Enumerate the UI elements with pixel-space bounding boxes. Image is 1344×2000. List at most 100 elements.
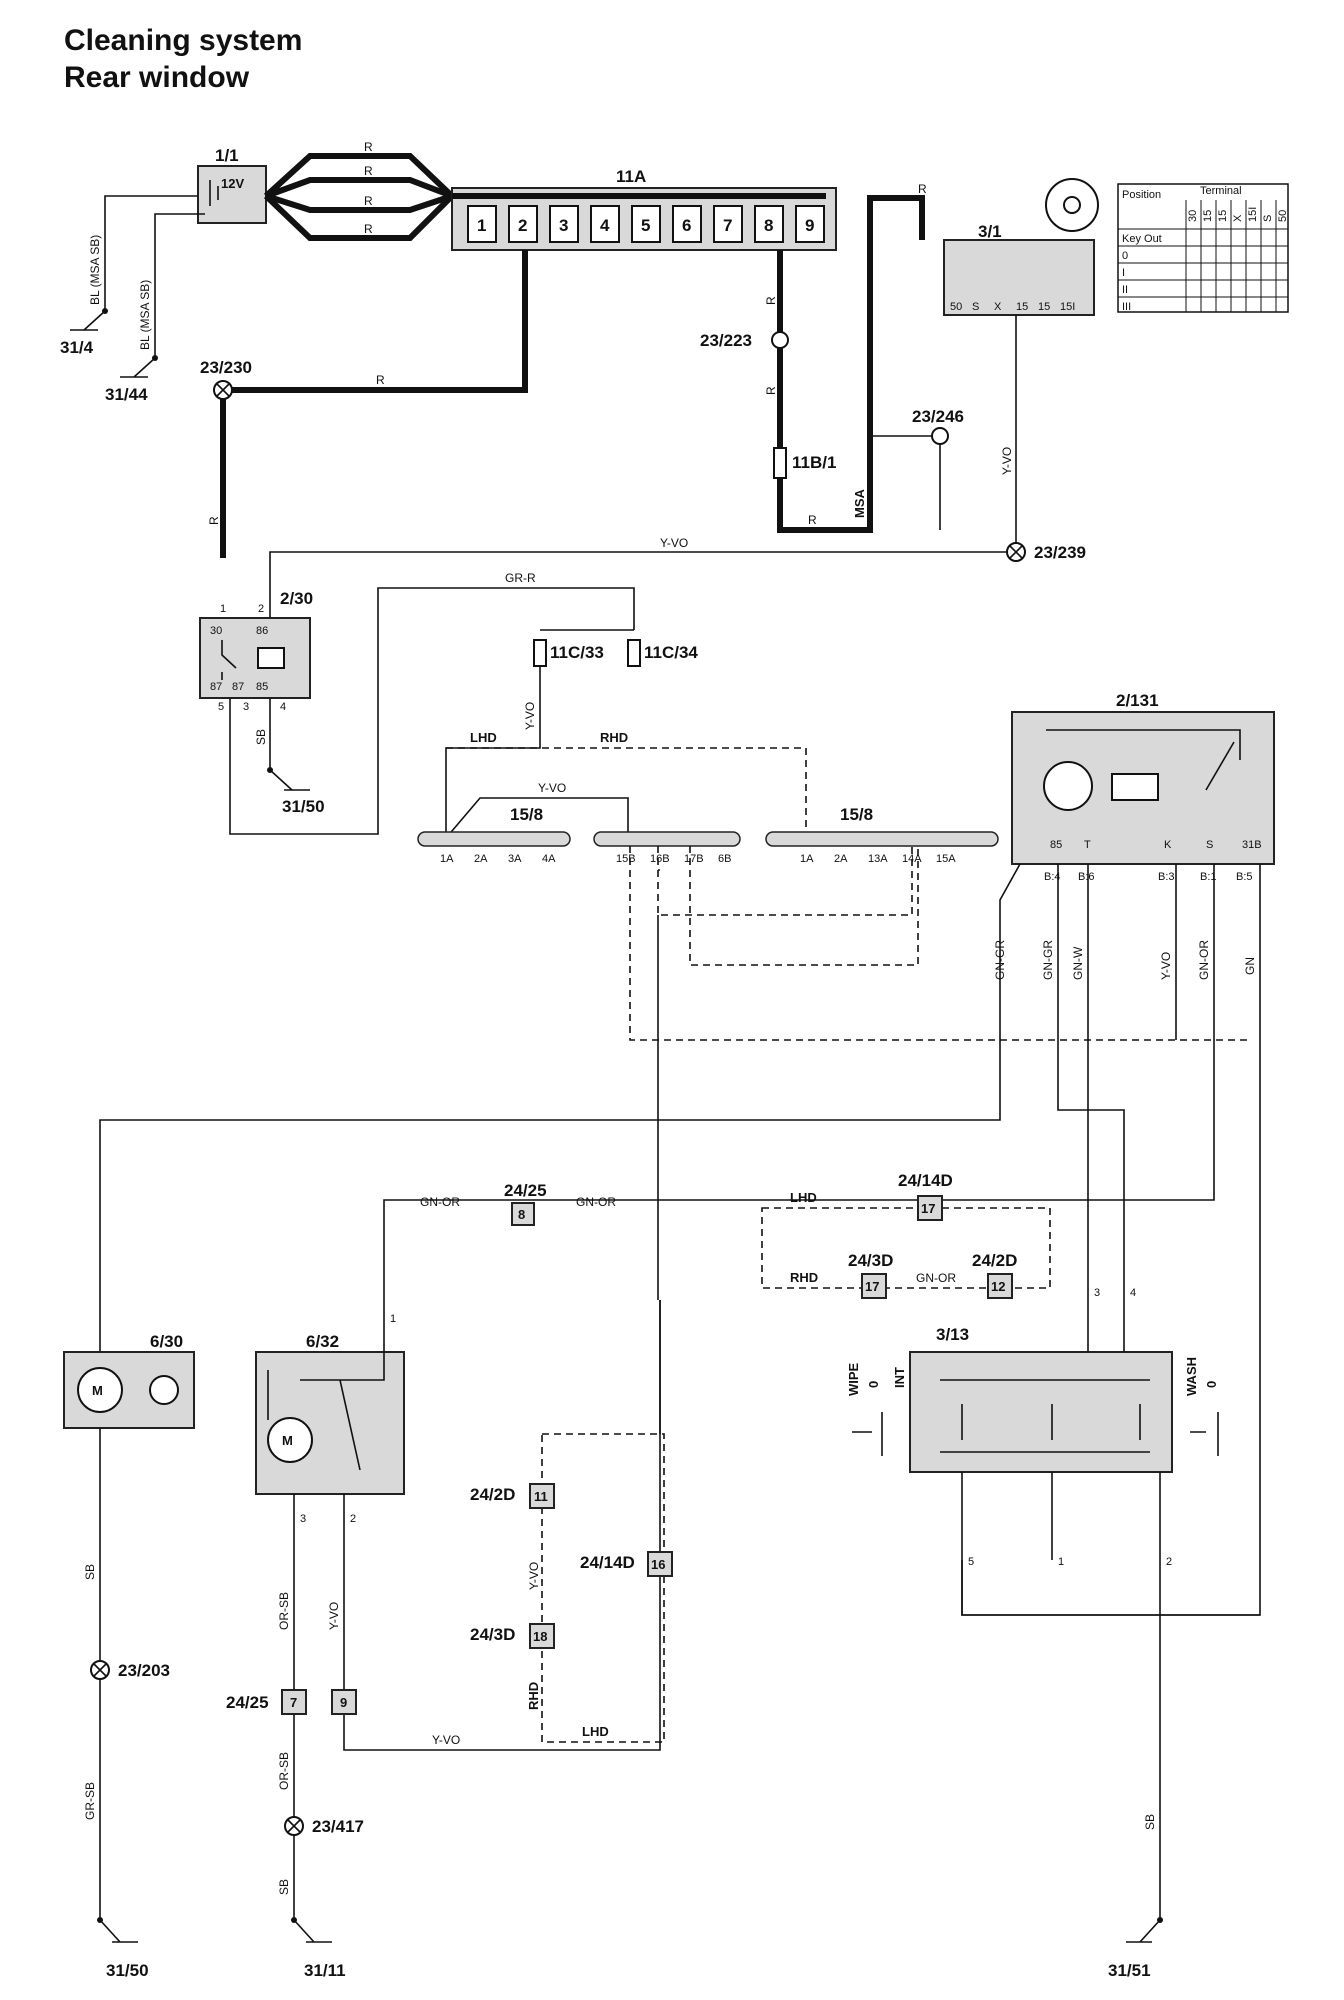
- wiper-pin-2: 2: [350, 1513, 356, 1525]
- battery-label: 1/1: [215, 146, 239, 165]
- ignition-pin-3: 15: [1016, 301, 1028, 313]
- connector-24-2d-label-top: 24/2D: [972, 1251, 1017, 1270]
- ground-31-50-top: 31/50: [282, 797, 325, 816]
- connector-24-3d-pin-17-box: [861, 1273, 887, 1299]
- relay-pin-86: 86: [256, 625, 268, 637]
- ground-31-51: 31/51: [1108, 1961, 1151, 1980]
- pump-icon: [149, 1375, 179, 1405]
- module-b-pin-0: B:4: [1044, 871, 1061, 883]
- connector-24-2d-pin-12-box: [987, 1273, 1013, 1299]
- splice-23-203-mark: [92, 1662, 108, 1678]
- wiper-motor-m: M: [282, 1433, 293, 1448]
- connector-24-2d-pin-12: 12: [991, 1279, 1005, 1294]
- module-relay-icon: [1043, 761, 1093, 811]
- variant-box-mid: [761, 1207, 1051, 1289]
- ground-31-4: 31/4: [60, 338, 94, 357]
- connector-24-25-pin-8-box: [511, 1202, 535, 1226]
- splice-23-230: 23/230: [200, 358, 252, 377]
- conn-15-8-mid-pin-3: 6B: [718, 853, 731, 865]
- wire-label-y-vo-5: Y-VO: [1159, 952, 1173, 980]
- ignition-table-header-terminal: Terminal: [1200, 185, 1242, 197]
- module-pin-0: 85: [1050, 839, 1062, 851]
- washer-motor-m: M: [92, 1383, 103, 1398]
- switch-pin-1: 1: [1058, 1556, 1064, 1568]
- module-b-pin-1: B:6: [1078, 871, 1095, 883]
- ignition-table-terminal-5: S: [1262, 215, 1274, 222]
- fuse-label-6: 6: [682, 216, 691, 235]
- conn-15-8-mid-pin-2: 17B: [684, 853, 704, 865]
- wire-label-gr-r: GR-R: [505, 571, 536, 585]
- ignition-switch-box: [943, 239, 1095, 316]
- switch-pin-4: 4: [1130, 1287, 1136, 1299]
- relay-coil-icon: [257, 647, 285, 669]
- connector-24-25-top-label: 24/25: [504, 1181, 547, 1200]
- wire-label-gn-or-3: GN-OR: [576, 1195, 616, 1209]
- variant-rhd-2: RHD: [790, 1270, 818, 1285]
- wire-label-sb-1: SB: [254, 729, 268, 745]
- washer-motor-icon: [77, 1367, 123, 1413]
- switch-label-wash: WASH: [1184, 1357, 1199, 1396]
- ignition-pin-0: 50: [950, 301, 962, 313]
- wire-label-r-1: R: [364, 140, 373, 154]
- ground-31-11: 31/11: [304, 1961, 346, 1980]
- relay-pin-85: 85: [256, 681, 268, 693]
- wiper-pin-3: 3: [300, 1513, 306, 1525]
- connector-24-2d-pin-11: 11: [534, 1489, 548, 1504]
- ignition-table-position-1: 0: [1122, 250, 1128, 262]
- connector-24-14d-pin-17-box: [917, 1195, 943, 1221]
- relay-pin-87b: 87: [232, 681, 244, 693]
- connector-24-3d-pin-18-box: [529, 1623, 555, 1649]
- module-pin-2: K: [1164, 839, 1172, 851]
- wiper-switch-label: 3/13: [936, 1325, 969, 1344]
- fuse-label-7: 7: [723, 216, 732, 235]
- connector-24-3d-pin-17: 17: [865, 1279, 879, 1294]
- fuse-slot-4: [590, 205, 620, 243]
- fuse-slot-1: [467, 205, 497, 243]
- wire-y-vo-15-8: [445, 797, 629, 839]
- connector-24-25-bottom-label: 24/25: [226, 1693, 269, 1712]
- wire-r-bundle-2: [264, 177, 454, 199]
- wire-label-y-vo-7: Y-VO: [432, 1733, 460, 1747]
- wire-label-gn-or-1: GN-OR: [1197, 940, 1211, 980]
- battery-symbol: [209, 180, 219, 206]
- wire-label-gn: GN: [1243, 957, 1257, 975]
- ignition-table-header-position: Position: [1122, 189, 1161, 201]
- control-module-label: 2/131: [1116, 691, 1159, 710]
- ground-31-44: 31/44: [105, 385, 148, 404]
- fuse-slot-7: [713, 205, 743, 243]
- ignition-table-position-0: Key Out: [1122, 233, 1162, 245]
- conn-15-8-right-pin-1: 2A: [834, 853, 848, 865]
- ignition-table-terminal-4: 15I: [1247, 207, 1259, 222]
- switch-position-marks: [852, 1412, 1219, 1456]
- splice-23-239-mark: [1008, 544, 1024, 560]
- connector-15-8-left: [417, 831, 571, 847]
- connector-24-14d-pin-17: 17: [921, 1201, 935, 1216]
- module-coil-icon: [1111, 773, 1159, 801]
- connector-24-3d-label-top: 24/3D: [848, 1251, 893, 1270]
- variant-rhd-1: RHD: [600, 730, 628, 745]
- connector-24-3d-pin-18: 18: [533, 1629, 547, 1644]
- wire-label-gn-gr-2: GN-GR: [1041, 940, 1055, 980]
- wire-y-vo-relay: [269, 551, 1016, 618]
- conn-15-8-right-pin-4: 15A: [936, 853, 956, 865]
- splice-23-417: 23/417: [312, 1817, 364, 1836]
- fuse-label-9: 9: [805, 216, 814, 235]
- module-b-pin-2: B:3: [1158, 871, 1175, 883]
- connector-24-2d-label-bottom: 24/2D: [470, 1485, 515, 1504]
- wire-gn-or: [383, 864, 1215, 1326]
- variant-rhd-3: RHD: [526, 1682, 541, 1710]
- fuse-11b1-icon: [773, 447, 787, 479]
- switch-pin-2: 2: [1166, 1556, 1172, 1568]
- wire-label-bl-1: BL (MSA SB): [88, 235, 102, 305]
- wire-y-vo-11c33: [445, 666, 541, 838]
- ignition-pin-5: 15I: [1060, 301, 1075, 313]
- fuse-label-2: 2: [518, 216, 527, 235]
- wire-label-y-vo-8: Y-VO: [527, 1562, 541, 1590]
- relay-pin-4: 4: [280, 701, 286, 713]
- conn-15-8-left-pin-2: 3A: [508, 853, 522, 865]
- wire-wiper-down: [293, 1300, 661, 1751]
- wire-label-y-vo-4: Y-VO: [538, 781, 566, 795]
